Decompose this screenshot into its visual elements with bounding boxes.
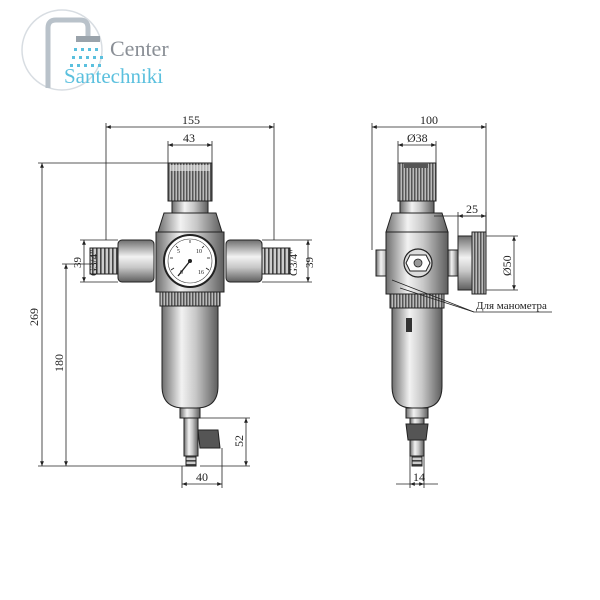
front-outlet-nut	[225, 239, 263, 283]
callout-for-gauge: Для манометра	[476, 300, 547, 312]
dim-side-tap-width: 14	[413, 470, 425, 484]
front-drain-handle	[197, 429, 221, 449]
dim-side-diameter-gauge: Ø50	[500, 255, 514, 276]
logo: Center Santechniki	[18, 6, 188, 96]
dim-front-thread-height-left: 39	[72, 257, 84, 269]
dim-front-tap-width: 40	[196, 470, 208, 484]
dim-side-diameter-top: Ø38	[407, 131, 428, 145]
dim-front-height-lower: 180	[52, 354, 66, 372]
dim-front-thread-height-right: 39	[304, 257, 316, 269]
front-outlet-thread	[261, 247, 291, 275]
dim-front-thread-right: G3/4"	[288, 250, 300, 277]
gauge-label-16: 16	[198, 270, 204, 276]
dim-front-tap-height: 52	[232, 435, 246, 447]
dim-front-width-top: 43	[183, 131, 195, 145]
dim-front-width-total: 155	[182, 113, 200, 127]
side-adjust-knob	[397, 162, 437, 202]
front-filter-bowl	[161, 305, 219, 409]
front-view: 5 10 0 16 155 43	[27, 113, 316, 488]
side-view: 100 Ø38 25 Ø50 Для манометра	[371, 113, 552, 488]
dim-front-height-total: 269	[27, 308, 41, 326]
logo-text-santechniki: Santechniki	[64, 64, 164, 88]
side-pressure-gauge	[457, 235, 473, 291]
side-filter-bowl	[391, 307, 443, 409]
shower-icon	[21, 9, 103, 91]
logo-text-center: Center	[110, 36, 169, 61]
gauge-label-10: 10	[196, 249, 202, 255]
gauge-label-5: 5	[177, 249, 180, 255]
dim-front-thread-left: G3/4"	[88, 250, 100, 277]
front-inlet-nut	[117, 239, 155, 283]
gauge-label-0: 0	[180, 270, 183, 276]
dim-side-width-total: 100	[420, 113, 438, 127]
front-drain-tap	[183, 417, 199, 457]
front-inlet-thread	[89, 247, 119, 275]
dim-side-offset: 25	[466, 202, 478, 216]
